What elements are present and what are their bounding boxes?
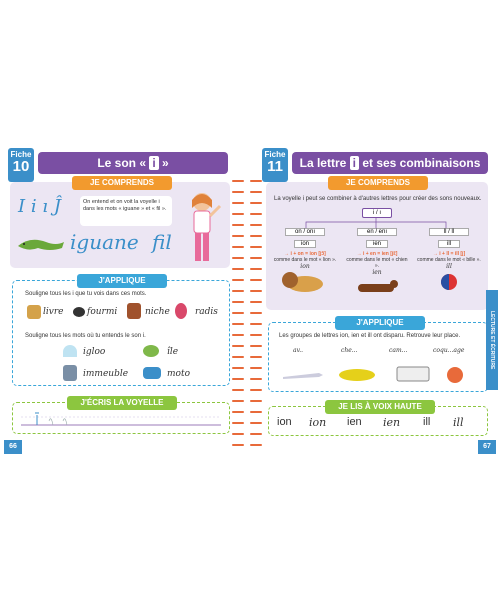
page-number-left: 66 bbox=[4, 440, 22, 454]
scooter-icon bbox=[143, 367, 161, 379]
pictures-row bbox=[283, 366, 463, 383]
branch-pair: ll / ll bbox=[429, 228, 469, 236]
title-suffix: » bbox=[158, 156, 169, 170]
branch-combo: ion bbox=[294, 240, 316, 248]
instruction-1: Souligne tous les i que tu vois dans ces… bbox=[25, 291, 147, 297]
right-page: Fiche 11 La lettre i et ses combinaisons… bbox=[250, 140, 496, 456]
fiche-number-right: 11 bbox=[267, 158, 283, 175]
root-box: i / ı bbox=[362, 208, 392, 218]
applique-box-right: J'APPLIQUE Les groupes de lettres ion, i… bbox=[268, 316, 488, 392]
read-word: ien bbox=[383, 416, 401, 429]
marble-icon bbox=[441, 274, 457, 290]
left-page: Fiche 10 Le son « i » JE COMPRENDS I i ı… bbox=[4, 140, 244, 456]
book-spread: Fiche 10 Le son « i » JE COMPRENDS I i ı… bbox=[0, 140, 500, 456]
title-prefix-right: La lettre bbox=[299, 156, 350, 170]
spiral-binding bbox=[232, 180, 244, 455]
page-title: Le son « i » bbox=[38, 152, 228, 174]
word-immeuble[interactable]: immeuble bbox=[83, 369, 129, 379]
comprends-header: JE COMPRENDS bbox=[72, 176, 172, 190]
blank-word[interactable]: che... bbox=[341, 347, 358, 354]
branch-word: ill bbox=[446, 263, 452, 270]
applique-header: J'APPLIQUE bbox=[77, 274, 167, 288]
ecris-box: J'ÉCRIS LA VOYELLE bbox=[12, 396, 230, 434]
branch-word: ien bbox=[372, 269, 382, 276]
applique-box: J'APPLIQUE Souligne tous les i que tu vo… bbox=[12, 274, 230, 386]
branch-word: ion bbox=[300, 263, 310, 270]
branch-rule: → i + en = ien [jɛ̃] bbox=[356, 251, 398, 257]
title-letter-right: i bbox=[349, 156, 359, 170]
branch-rule: → i + on = ion [jɔ̃] bbox=[284, 251, 326, 257]
branch-pair: on / onı bbox=[285, 228, 325, 236]
applique-header-right: J'APPLIQUE bbox=[335, 316, 425, 330]
dog-icon bbox=[358, 280, 398, 292]
word-ile[interactable]: île bbox=[167, 347, 179, 357]
page-number-right: 67 bbox=[478, 440, 496, 454]
building-icon bbox=[63, 365, 77, 381]
igloo-icon bbox=[63, 345, 77, 357]
branch-example: comme dans le mot « lion ». bbox=[273, 257, 337, 263]
spiral-binding-right bbox=[250, 180, 262, 455]
comprends-header-right: JE COMPRENDS bbox=[328, 176, 428, 190]
branch-combo: ien bbox=[366, 240, 388, 248]
read-word: ill bbox=[453, 416, 464, 429]
word-fourmi[interactable]: fourmi bbox=[87, 307, 118, 317]
branch-ill: ll / ll ill → i + ll = ill [j] comme dan… bbox=[416, 228, 482, 304]
word-niche[interactable]: niche bbox=[145, 307, 170, 317]
fiche-label-right: Fiche bbox=[264, 150, 286, 159]
bubble-text: On entend et on voit la voyelle i dans l… bbox=[83, 199, 167, 212]
fiche-number: 10 bbox=[12, 158, 30, 175]
read-word: ill bbox=[423, 416, 431, 428]
writing-lines[interactable] bbox=[21, 411, 221, 429]
blanks-row: av.. che... cam... coqu...age bbox=[279, 347, 479, 357]
side-tab: LECTURE ET ÉCRITURE bbox=[486, 290, 498, 390]
word-radis[interactable]: radis bbox=[195, 307, 218, 317]
fiche-label: Fiche bbox=[10, 150, 32, 159]
words-row-2: igloo île immeuble moto bbox=[63, 345, 223, 385]
island-icon bbox=[143, 345, 159, 357]
blank-word[interactable]: coqu...age bbox=[433, 347, 465, 354]
word-iguane: iguane bbox=[70, 230, 139, 254]
ant-icon bbox=[73, 307, 85, 317]
iguana-illustration bbox=[18, 239, 64, 250]
lis-box: JE LIS À VOIX HAUTE ion ion ien ien ill … bbox=[268, 400, 488, 436]
word-fil: fil bbox=[152, 230, 172, 254]
branch-ion: on / onı ion → i + on = ion [jɔ̃] comme … bbox=[272, 228, 338, 304]
intro-text: La voyelle i peut se combiner à d'autres… bbox=[274, 196, 482, 202]
lis-header: JE LIS À VOIX HAUTE bbox=[325, 400, 435, 414]
branch-example: comme dans le mot « bille ». bbox=[417, 257, 481, 263]
word-livre[interactable]: livre bbox=[43, 307, 64, 317]
title-letter: i bbox=[149, 156, 159, 170]
tree-lines bbox=[305, 218, 447, 228]
page-title-right: La lettre i et ses combinaisons bbox=[292, 152, 488, 174]
comprends-box: JE COMPRENDS I i ı Ĵ On entend et on voi… bbox=[10, 176, 230, 268]
blank-word[interactable]: av.. bbox=[293, 347, 304, 354]
blank-word[interactable]: cam... bbox=[389, 347, 408, 354]
lion-icon bbox=[282, 272, 323, 292]
branch-pair: en / enı bbox=[357, 228, 397, 236]
books-icon bbox=[27, 305, 41, 319]
doghouse-icon bbox=[127, 303, 141, 319]
letters-display: I i ı Ĵ bbox=[18, 196, 62, 217]
radish-icon bbox=[175, 303, 187, 319]
branch-rule: → i + ll = ill [j] bbox=[432, 251, 466, 257]
fiche-badge: Fiche 10 bbox=[8, 148, 34, 182]
branch-combo: ill bbox=[438, 240, 460, 248]
instruction-right: Les groupes de lettres ion, ien et ill o… bbox=[279, 333, 461, 339]
words-row-1: livre fourmi niche radis bbox=[27, 303, 227, 323]
comprends-box-right: JE COMPRENDS La voyelle i peut se combin… bbox=[266, 176, 488, 310]
branch-ien: en / enı ien → i + en = ien [jɛ̃] comme … bbox=[344, 228, 410, 304]
speech-bubble: On entend et on voit la voyelle i dans l… bbox=[80, 196, 172, 226]
fiche-badge-right: Fiche 11 bbox=[262, 148, 288, 182]
title-prefix: Le son « bbox=[97, 156, 150, 170]
read-word: ion bbox=[309, 416, 327, 429]
title-suffix-right: et ses combinaisons bbox=[358, 156, 481, 170]
read-word: ien bbox=[347, 416, 362, 428]
word-igloo[interactable]: igloo bbox=[83, 347, 106, 357]
read-word: ion bbox=[277, 416, 292, 428]
branch-example: comme dans le mot « chien ». bbox=[346, 257, 408, 269]
girl-illustration bbox=[192, 193, 222, 261]
word-moto[interactable]: moto bbox=[167, 369, 190, 379]
ecris-header: J'ÉCRIS LA VOYELLE bbox=[67, 396, 177, 410]
instruction-2: Souligne tous les mots où tu entends le … bbox=[25, 333, 146, 339]
